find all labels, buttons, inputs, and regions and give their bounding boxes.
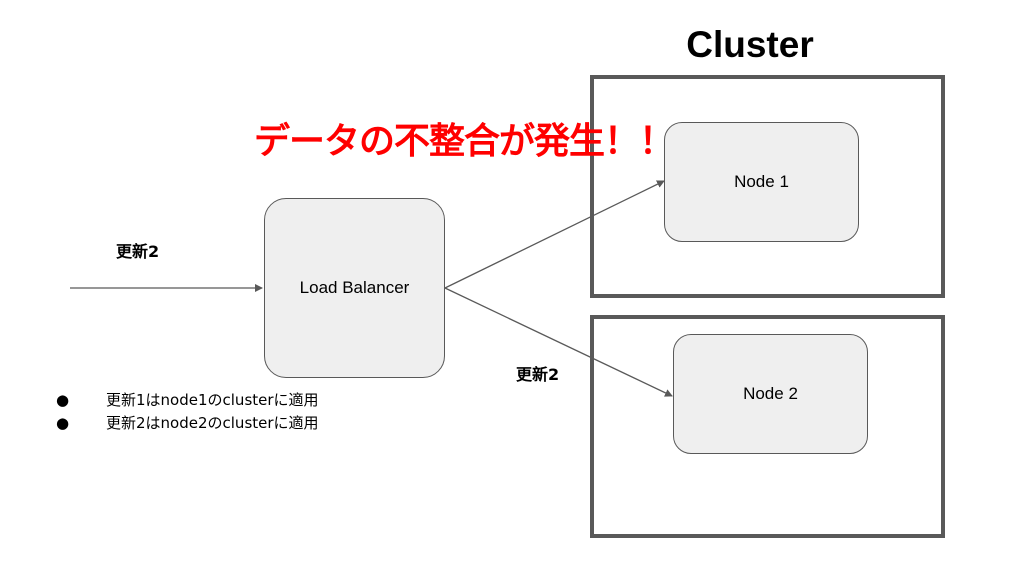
bullet-icon: ● xyxy=(56,414,70,432)
cluster-box-2 xyxy=(590,315,945,538)
cluster-title: Cluster xyxy=(686,24,814,65)
inconsistency-alert: データの不整合が発生！！ xyxy=(254,121,675,162)
incoming-update-label: 更新2 xyxy=(116,242,160,261)
arrow-to-node2 xyxy=(444,287,673,397)
notes-list: ● 更新1はnode1のclusterに適用 ● 更新2はnode2のclust… xyxy=(52,390,362,436)
note-item: ● 更新2はnode2のclusterに適用 xyxy=(52,413,362,434)
cluster-box-1 xyxy=(590,75,945,298)
load-balancer-box: Load Balancer xyxy=(264,198,445,378)
bullet-icon: ● xyxy=(56,391,70,409)
node-2-label: Node 2 xyxy=(743,384,798,403)
note-item: ● 更新1はnode1のclusterに適用 xyxy=(52,390,362,411)
note-text: 更新2はnode2のclusterに適用 xyxy=(106,414,319,432)
arrow-to-node1 xyxy=(444,180,665,289)
load-balancer-label: Load Balancer xyxy=(299,278,410,297)
node2-update-label: 更新2 xyxy=(516,365,560,384)
node-1-label: Node 1 xyxy=(734,172,789,191)
node-1-box: Node 1 xyxy=(664,122,859,242)
node-2-box: Node 2 xyxy=(673,334,868,454)
note-text: 更新1はnode1のclusterに適用 xyxy=(106,391,319,409)
